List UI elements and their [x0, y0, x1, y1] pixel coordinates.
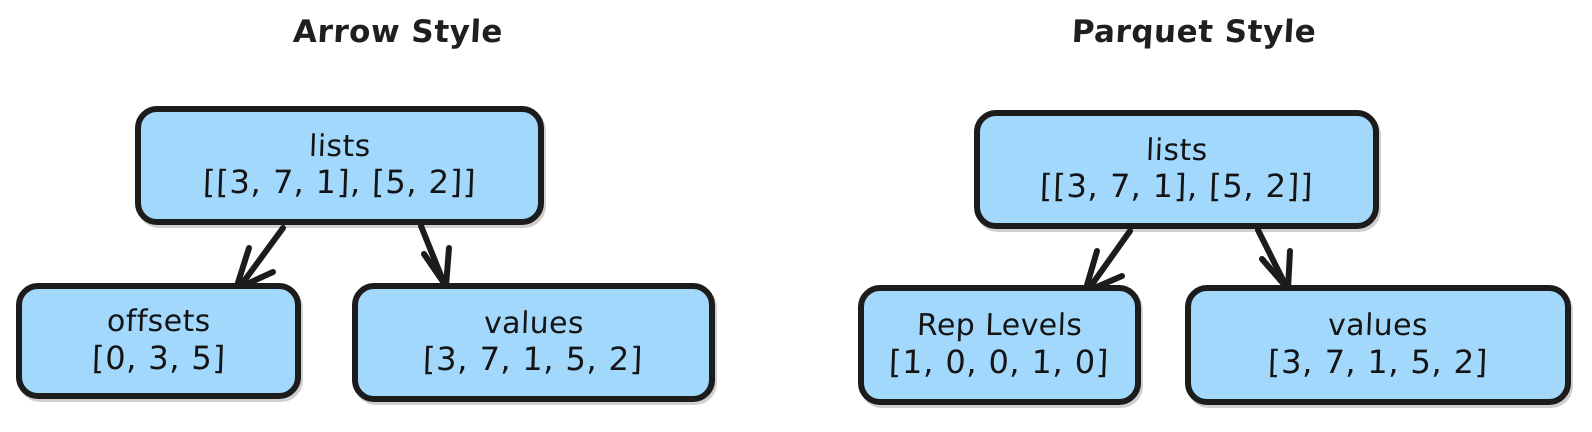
- node-offsets[interactable]: offsets [0, 3, 5]: [16, 283, 301, 399]
- panel-title-parquet-style: Parquet Style: [1070, 14, 1318, 50]
- node-label: Rep Levels: [916, 308, 1083, 344]
- node-label: values: [482, 305, 585, 341]
- edge-lists-to-offsets: [236, 225, 286, 291]
- node-value: [3, 7, 1, 5, 2]: [1267, 342, 1489, 381]
- node-label: lists: [308, 128, 371, 164]
- panel-parquet-style: Parquet Style lists [[3, 7, 1], [5, 2]] …: [796, 0, 1592, 432]
- node-label: values: [1327, 308, 1429, 344]
- node-value: [1, 0, 0, 1, 0]: [888, 342, 1111, 381]
- node-rep-levels[interactable]: Rep Levels [1, 0, 0, 1, 0]: [858, 285, 1141, 405]
- node-lists-parquet[interactable]: lists [[3, 7, 1], [5, 2]]: [974, 110, 1379, 229]
- edge-lists-to-values: [1255, 227, 1289, 289]
- edge-lists-to-values: [418, 223, 447, 286]
- arrowhead-lists-to-values: [421, 245, 452, 289]
- node-value: [3, 7, 1, 5, 2]: [422, 340, 645, 379]
- node-values-arrow[interactable]: values [3, 7, 1, 5, 2]: [352, 283, 715, 402]
- node-value: [0, 3, 5]: [90, 338, 227, 377]
- node-label: offsets: [106, 304, 212, 340]
- node-lists-arrow[interactable]: lists [[3, 7, 1], [5, 2]]: [135, 106, 544, 225]
- node-value: [[3, 7, 1], [5, 2]]: [202, 163, 477, 202]
- edge-lists-to-rep-levels: [1085, 228, 1133, 293]
- arrowhead-lists-to-values: [1259, 248, 1293, 292]
- panel-title-arrow-style: Arrow Style: [292, 14, 504, 50]
- node-values-parquet[interactable]: values [3, 7, 1, 5, 2]: [1185, 285, 1571, 405]
- panel-arrow-style: Arrow Style lists [[3, 7, 1], [5, 2]] of…: [16, 14, 715, 402]
- node-label: lists: [1145, 132, 1208, 168]
- node-value: [[3, 7, 1], [5, 2]]: [1039, 167, 1314, 206]
